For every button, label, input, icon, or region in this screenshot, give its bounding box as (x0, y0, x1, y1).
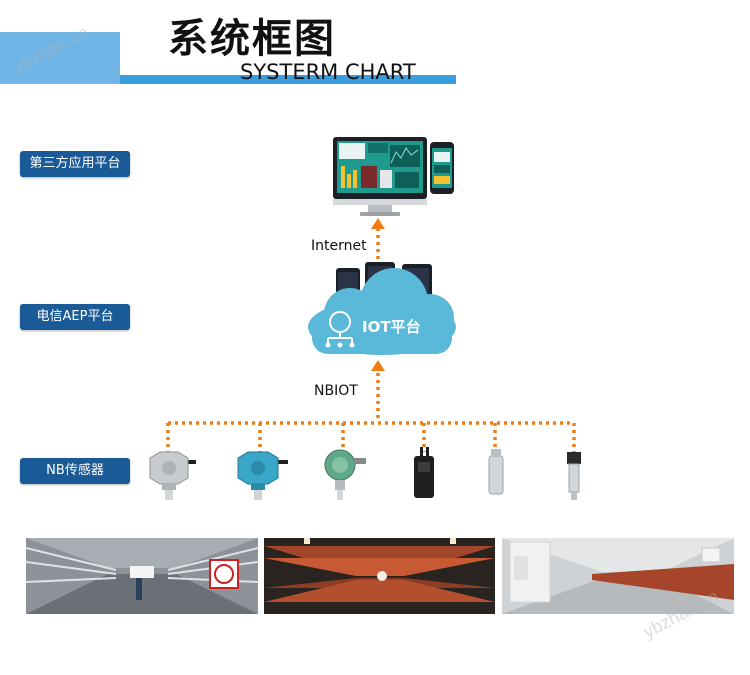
page-subtitle: SYSTERM CHART (240, 60, 416, 84)
header-underline (120, 75, 456, 84)
smartphone-icon (430, 142, 454, 194)
photo-tunnel-pipe-gallery (502, 538, 734, 614)
cylindrical-probe-icon (488, 449, 504, 495)
gas-detector-green-icon (324, 449, 366, 500)
internet-label: Internet (311, 238, 367, 254)
gas-detector-blue-icon (237, 451, 288, 500)
data-logger-icon (414, 447, 434, 498)
pressure-transmitter-icon (567, 452, 581, 500)
cloud-icon (308, 268, 456, 355)
nbiot-label: NBIOT (314, 383, 358, 399)
nbiot-arrowhead (371, 360, 385, 371)
internet-arrowhead (371, 218, 385, 229)
photo-tunnel-red-pipes (264, 538, 495, 614)
header-band (0, 32, 120, 84)
sensor-drops (166, 423, 576, 452)
layer-label-aep: 电信AEP平台 (20, 304, 130, 330)
page-title: 系统框图 (168, 16, 336, 62)
monitor-icon (333, 137, 427, 216)
layer-label-third-party: 第三方应用平台 (20, 151, 130, 177)
photo-tunnel-cable-trays (26, 538, 258, 614)
gas-detector-icon (149, 451, 196, 500)
layer-label-sensors: NB传感器 (20, 458, 130, 484)
cloud-label: IOT平台 (362, 318, 421, 336)
